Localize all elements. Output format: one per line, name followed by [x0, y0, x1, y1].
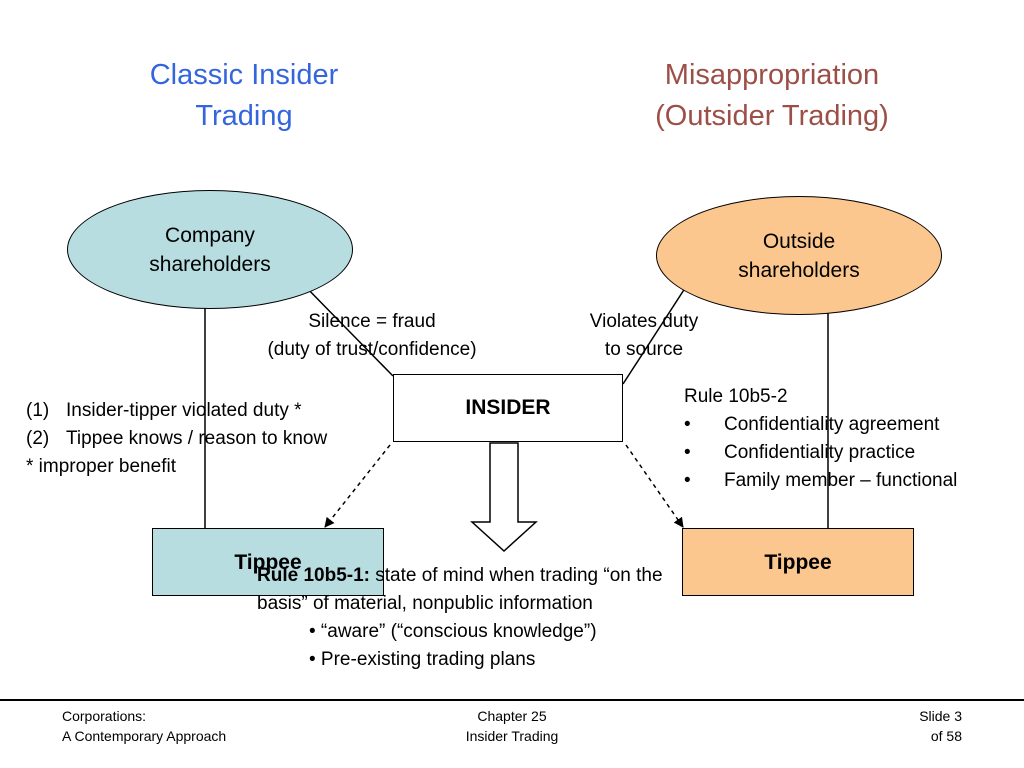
dashed-arrow-insider-to-left-tippee: [324, 444, 391, 528]
tippee-left-node: Tippee: [152, 528, 384, 596]
title-left-line1: Classic Insider: [149, 59, 339, 91]
outside-shareholders-node: Outside shareholders: [656, 196, 942, 315]
list-item-text: Confidentiality practice: [724, 442, 916, 463]
footer-right-line2: of 58: [930, 728, 962, 744]
insider-node: INSIDER: [393, 374, 623, 442]
list-item: • Confidentiality practice: [684, 439, 957, 467]
title-left-line2: Trading: [195, 100, 293, 132]
silence-label-line2: (duty of trust/confidence): [267, 339, 477, 360]
improper-benefit-footnote: * improper benefit: [26, 456, 176, 477]
list-item-text: Tippee knows / reason to know: [66, 428, 328, 449]
violates-duty-label: Violates duty to source: [556, 308, 732, 364]
rule-10b5-1-block: Rule 10b5-1: state of mind when trading …: [257, 562, 663, 674]
company-shareholders-node: Company shareholders: [67, 190, 353, 309]
bullet-marker: •: [684, 470, 691, 491]
rule-10b5-2-block: Rule 10b5-2 • Confidentiality agreement …: [684, 383, 957, 495]
tippee-right-node: Tippee: [682, 528, 914, 596]
list-item: • Family member – functional: [684, 467, 957, 495]
list-item: (2) Tippee knows / reason to know: [26, 425, 327, 453]
list-item-text: Family member – functional: [724, 470, 958, 491]
footer-left-line1: Corporations:: [62, 708, 147, 724]
footer-slide-number: Slide 3 of 58: [862, 706, 962, 746]
list-item: (1) Insider-tipper violated duty *: [26, 397, 327, 425]
bullet-marker: •: [684, 414, 691, 435]
list-item-number: (1): [26, 400, 50, 421]
list-item: • Pre-existing trading plans: [309, 649, 536, 670]
list-item-text: Insider-tipper violated duty *: [66, 400, 302, 421]
list-item: • Confidentiality agreement: [684, 411, 957, 439]
footer-chapter: Chapter 25 Insider Trading: [412, 706, 612, 746]
footer-right-line1: Slide 3: [919, 708, 962, 724]
footer-center-line2: Insider Trading: [465, 728, 559, 744]
insider-label: INSIDER: [465, 396, 551, 419]
footer-book-title: Corporations: A Contemporary Approach: [62, 706, 226, 746]
rule-10b5-1-text-line1: state of mind when trading “on the: [369, 565, 663, 586]
tippee-left-label: Tippee: [234, 551, 302, 574]
tippee-right-label: Tippee: [764, 551, 832, 574]
footer-center-line1: Chapter 25: [477, 708, 547, 724]
rule-10b5-1-label: Rule 10b5-1:: [257, 565, 370, 586]
bullet-marker: •: [684, 442, 691, 463]
dashed-arrow-insider-to-right-tippee: [625, 444, 684, 528]
rule-10b5-2-title: Rule 10b5-2: [684, 386, 788, 407]
silence-label-line1: Silence = fraud: [308, 311, 436, 332]
company-shareholders-label: Company shareholders: [149, 223, 271, 276]
silence-fraud-label: Silence = fraud (duty of trust/confidenc…: [232, 308, 512, 364]
violates-label-line1: Violates duty: [589, 311, 699, 332]
title-right-line2: (Outsider Trading): [655, 100, 889, 132]
list-item-text: Confidentiality agreement: [724, 414, 940, 435]
violates-label-line2: to source: [604, 339, 684, 360]
title-right-line1: Misappropriation: [664, 59, 880, 91]
title-classic-insider-trading: Classic Insider Trading: [104, 55, 384, 137]
rule-10b5-1-line1: Rule 10b5-1: state of mind when trading …: [257, 562, 663, 590]
block-arrow-down: [470, 442, 538, 553]
outside-shareholders-label: Outside shareholders: [738, 229, 860, 282]
title-misappropriation: Misappropriation (Outsider Trading): [612, 55, 932, 137]
footer-divider: [0, 699, 1024, 701]
list-item: • “aware” (“conscious knowledge”): [309, 621, 597, 642]
tipper-liability-list: (1) Insider-tipper violated duty * (2) T…: [26, 397, 327, 481]
list-item-number: (2): [26, 428, 50, 449]
footer-left-line2: A Contemporary Approach: [62, 728, 227, 744]
rule-10b5-1-text-line2: basis” of material, nonpublic informatio…: [257, 593, 593, 614]
arrow-insider-to-company-shareholders: [299, 280, 394, 377]
